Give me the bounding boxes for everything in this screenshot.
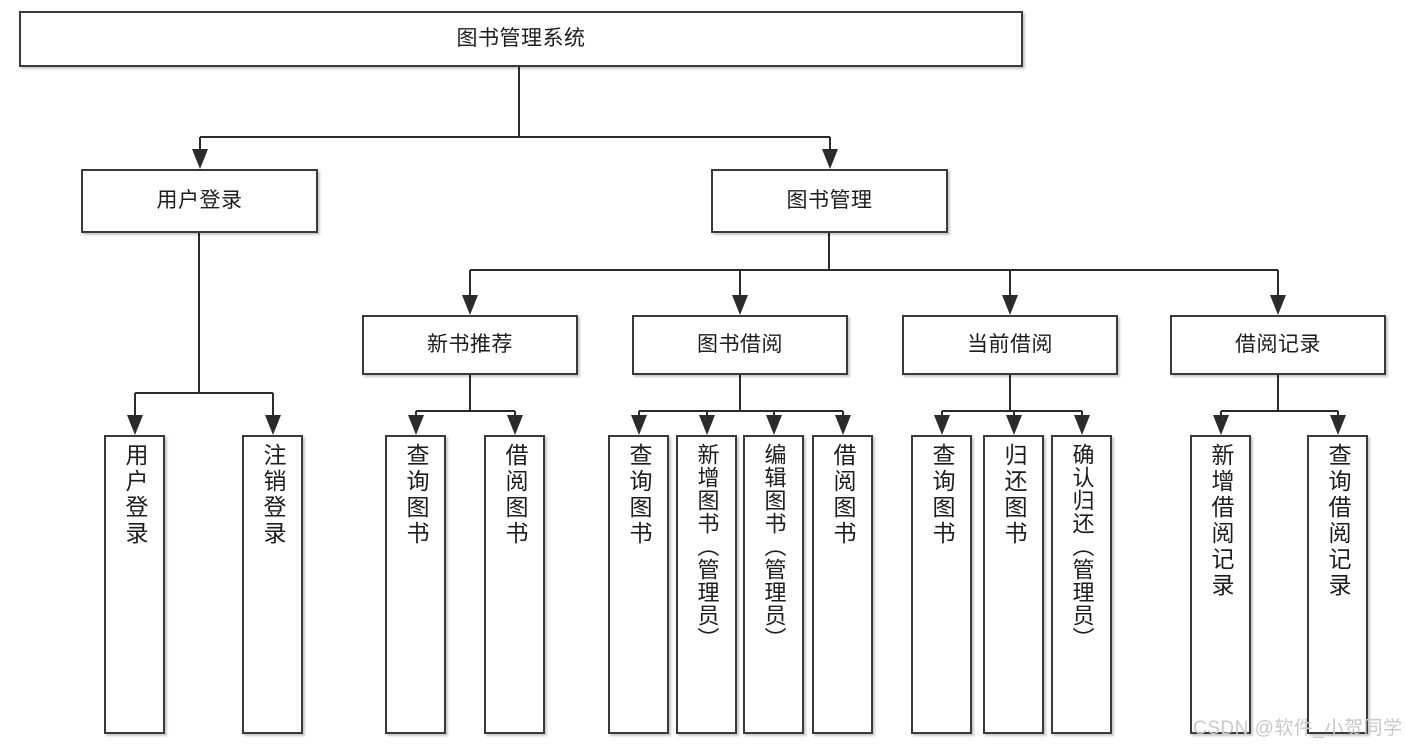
node-new_book_rec[interactable]: 新书推荐 xyxy=(362,315,578,375)
node-label: 注销登录 xyxy=(260,443,286,547)
node-label: 新增图书（管理员） xyxy=(694,443,720,650)
node-book_borrow[interactable]: 图书借阅 xyxy=(632,315,848,375)
node-leaf_query_record[interactable]: 查询借阅记录 xyxy=(1307,435,1368,734)
node-leaf_query_book_3[interactable]: 查询图书 xyxy=(911,435,972,734)
node-label: 编辑图书（管理员） xyxy=(761,443,787,650)
node-current_borrow[interactable]: 当前借阅 xyxy=(902,315,1118,375)
node-user_login[interactable]: 用户登录 xyxy=(81,169,318,233)
connector-arrowhead xyxy=(1270,295,1286,315)
node-leaf_add_book[interactable]: 新增图书（管理员） xyxy=(676,435,737,734)
connector-arrowhead xyxy=(462,295,478,315)
node-label: 查询图书 xyxy=(929,443,955,547)
node-label: 借阅图书 xyxy=(830,443,856,547)
node-leaf_borrow_book_2[interactable]: 借阅图书 xyxy=(812,435,873,734)
node-label: 新书推荐 xyxy=(427,332,513,356)
node-leaf_user_login[interactable]: 用户登录 xyxy=(104,435,165,734)
connector-arrowhead xyxy=(507,415,523,435)
node-book_mgmt[interactable]: 图书管理 xyxy=(711,169,948,233)
connector-arrowhead xyxy=(766,415,782,435)
connector-arrowhead xyxy=(1330,415,1346,435)
connector-arrowhead xyxy=(192,149,208,169)
node-label: 图书借阅 xyxy=(697,332,783,356)
connector-arrowhead xyxy=(732,295,748,315)
connector-arrowhead xyxy=(835,415,851,435)
node-leaf_return_book[interactable]: 归还图书 xyxy=(983,435,1044,734)
node-label: 用户登录 xyxy=(156,188,243,212)
connector-arrowhead xyxy=(934,415,950,435)
node-label: 新增借阅记录 xyxy=(1208,443,1234,599)
node-label: 图书管理 xyxy=(786,188,873,212)
connector-arrowhead xyxy=(408,415,424,435)
node-leaf_borrow_book_1[interactable]: 借阅图书 xyxy=(484,435,545,734)
csdn-watermark: CSDN @软件_小贺同学 xyxy=(1193,718,1403,739)
node-label: 查询借阅记录 xyxy=(1325,443,1351,599)
connector-arrowhead xyxy=(1006,415,1022,435)
connector-arrowhead xyxy=(631,415,647,435)
node-label: 当前借阅 xyxy=(967,332,1053,356)
connector-arrowhead xyxy=(1002,295,1018,315)
node-label: 确认归还（管理员） xyxy=(1069,443,1095,650)
node-label: 归还图书 xyxy=(1001,443,1027,547)
node-leaf_query_book_1[interactable]: 查询图书 xyxy=(385,435,446,734)
node-label: 图书管理系统 xyxy=(456,26,586,50)
connector-arrowhead xyxy=(822,149,838,169)
node-root[interactable]: 图书管理系统 xyxy=(19,11,1023,67)
node-label: 用户登录 xyxy=(122,443,148,547)
node-borrow_record[interactable]: 借阅记录 xyxy=(1170,315,1386,375)
connector-arrowhead xyxy=(699,415,715,435)
node-leaf_user_logout[interactable]: 注销登录 xyxy=(242,435,303,734)
node-label: 查询图书 xyxy=(626,443,652,547)
node-leaf_query_book_2[interactable]: 查询图书 xyxy=(608,435,669,734)
node-leaf_edit_book[interactable]: 编辑图书（管理员） xyxy=(743,435,804,734)
connector-arrowhead xyxy=(1074,415,1090,435)
node-leaf_add_record[interactable]: 新增借阅记录 xyxy=(1190,435,1251,734)
node-label: 查询图书 xyxy=(403,443,429,547)
node-label: 借阅记录 xyxy=(1235,332,1321,356)
connector-arrowhead xyxy=(127,415,143,435)
connector-arrowhead xyxy=(1213,415,1229,435)
node-leaf_confirm_return[interactable]: 确认归还（管理员） xyxy=(1051,435,1112,734)
connector-arrowhead xyxy=(265,415,281,435)
node-label: 借阅图书 xyxy=(502,443,528,547)
